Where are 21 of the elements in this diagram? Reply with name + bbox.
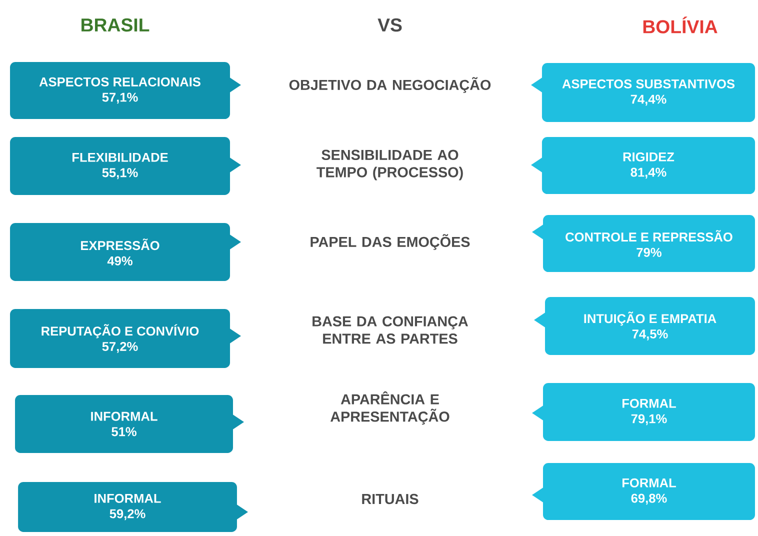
speech-bubble: FORMAL 79,1%	[532, 383, 755, 441]
speech-bubble: FORMAL 69,8%	[532, 462, 755, 520]
column-heading: BRASIL	[82, 18, 150, 32]
speech-bubble: FLEXIBILIDADE 55,1%	[10, 137, 241, 195]
category-label: RITUAIS	[362, 494, 418, 504]
speech-bubble: REPUTAÇÃO E CONVÍVIO 57,2%	[10, 309, 241, 368]
speech-bubble: ASPECTOS SUBSTANTIVOS 74,4%	[531, 63, 756, 122]
category-label: OBJETIVO DA NEGOCIAÇÃO	[289, 77, 491, 93]
speech-bubble: INFORMAL 59,2%	[18, 482, 248, 532]
versus-label: VS	[378, 18, 402, 32]
speech-bubble: CONTROLE E REPRESSÃO 79%	[532, 214, 755, 272]
category-label: PAPEL DAS EMOÇÕES	[310, 234, 470, 250]
speech-bubble: ASPECTOS RELACIONAIS 57,1%	[10, 62, 241, 120]
column-heading: BOLÍVIA	[643, 16, 718, 34]
category-label: APARÊNCIA E APRESENTAÇÃO	[330, 391, 450, 425]
speech-bubble: INFORMAL 51%	[15, 395, 244, 453]
speech-bubble: RIGIDEZ 81,4%	[531, 136, 756, 194]
category-label: BASE DA CONFIANÇA ENTRE AS PARTES	[312, 316, 468, 344]
category-label: SENSIBILIDADE AO TEMPO (PROCESSO)	[316, 150, 463, 180]
speech-bubble: EXPRESSÃO 49%	[10, 223, 241, 281]
speech-bubble: INTUIÇÃO E EMPATIA 74,5%	[534, 297, 755, 355]
